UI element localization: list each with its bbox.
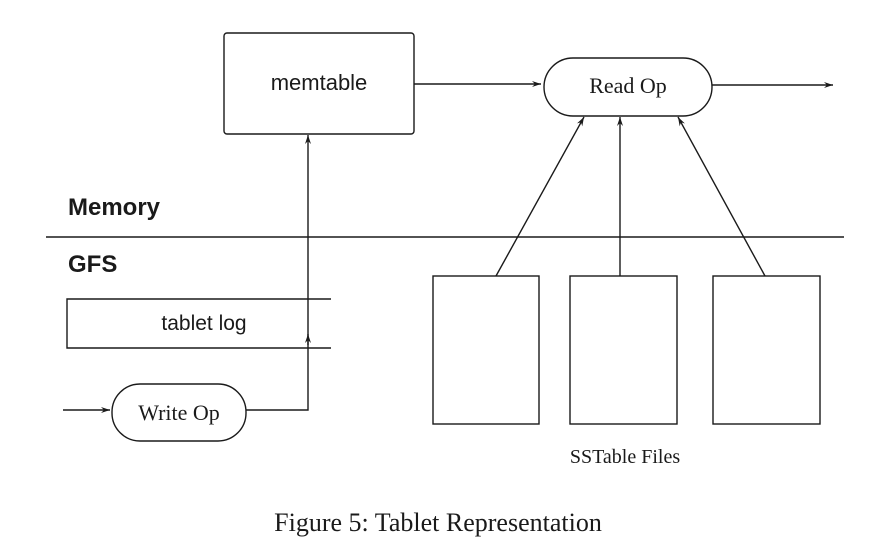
tablet-log-node: tablet log (66, 298, 331, 349)
edge-writeop-to-memtable (246, 135, 311, 411)
write-op-shape (111, 383, 247, 442)
memory-region-label: Memory (68, 194, 161, 221)
write-op-node: Write Op (111, 383, 247, 442)
memtable-label: memtable (271, 70, 368, 95)
sstable-file-2 (569, 275, 678, 425)
edge-sstable1-to-readop (495, 116, 585, 277)
edge-sstable3-to-readop (677, 116, 766, 277)
sstable-files-label: SSTable Files (570, 446, 680, 468)
sstable-file-1 (432, 275, 540, 425)
figure-caption: Figure 5: Tablet Representation (274, 508, 602, 537)
gfs-region-label: GFS (68, 251, 117, 278)
memtable-node: memtable (223, 32, 415, 135)
tablet-log-label: tablet log (161, 312, 246, 335)
sstable-file-3 (712, 275, 821, 425)
read-op-label: Read Op (589, 73, 667, 98)
write-op-label: Write Op (138, 400, 220, 425)
read-op-shape (543, 57, 713, 117)
tablet-log-box (66, 298, 331, 349)
read-op-node: Read Op (543, 57, 713, 117)
